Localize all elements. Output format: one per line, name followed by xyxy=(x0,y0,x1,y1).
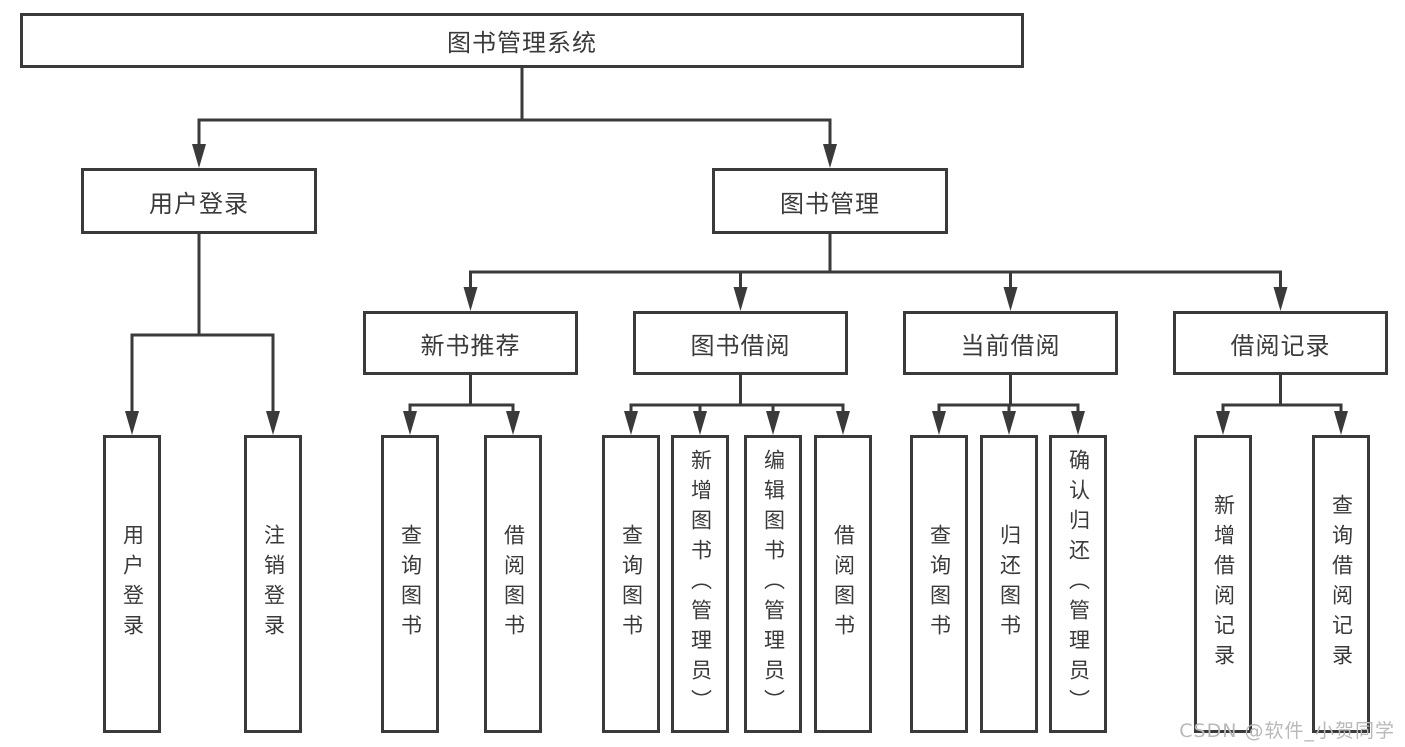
leaf-current-return-books: 归还图书 xyxy=(980,435,1038,733)
leaf-label: 查询图书 xyxy=(927,524,952,644)
csdn-watermark: CSDN @软件_小贺同学 xyxy=(1179,720,1395,742)
leaf-current-confirm-return-admin: 确认归还（管理员） xyxy=(1049,435,1107,733)
leaf-label: 用户登录 xyxy=(120,524,145,644)
node-label: 用户登录 xyxy=(149,189,249,218)
leaf-records-add-borrow-record: 新增借阅记录 xyxy=(1194,435,1252,733)
leaf-label: 查询图书 xyxy=(398,524,423,644)
node-book-borrowing: 图书借阅 xyxy=(633,311,848,375)
node-label: 当前借阅 xyxy=(960,331,1061,360)
node-user-login: 用户登录 xyxy=(81,168,317,234)
leaf-borrowing-edit-books-admin: 编辑图书（管理员） xyxy=(744,435,802,733)
leaf-label: 借阅图书 xyxy=(501,524,526,644)
node-label: 借阅记录 xyxy=(1230,331,1331,360)
leaf-label: 新增图书（管理员） xyxy=(688,449,713,719)
leaf-label: 确认归还（管理员） xyxy=(1066,449,1091,719)
leaf-records-query-borrow-record: 查询借阅记录 xyxy=(1312,435,1370,733)
leaf-label: 归还图书 xyxy=(997,524,1022,644)
node-label: 图书借阅 xyxy=(690,331,791,360)
leaf-label: 注销登录 xyxy=(261,524,286,644)
node-label: 图书管理系统 xyxy=(447,29,597,57)
leaf-borrowing-borrow-books: 借阅图书 xyxy=(814,435,872,733)
node-new-book-recommendation: 新书推荐 xyxy=(363,311,578,375)
node-label: 新书推荐 xyxy=(420,331,521,360)
leaf-newbook-borrow-books: 借阅图书 xyxy=(484,435,542,733)
node-book-management: 图书管理 xyxy=(712,168,948,234)
leaf-user-login: 用户登录 xyxy=(103,435,161,733)
leaf-borrowing-add-books-admin: 新增图书（管理员） xyxy=(671,435,729,733)
leaf-label: 查询图书 xyxy=(619,524,644,644)
leaf-label: 查询借阅记录 xyxy=(1329,494,1354,674)
leaf-borrowing-query-books: 查询图书 xyxy=(602,435,660,733)
leaf-label: 新增借阅记录 xyxy=(1211,494,1236,674)
leaf-current-query-books: 查询图书 xyxy=(910,435,968,733)
leaf-label: 借阅图书 xyxy=(831,524,856,644)
node-borrowing-records: 借阅记录 xyxy=(1173,311,1388,375)
node-label: 图书管理 xyxy=(780,189,880,218)
leaf-newbook-query-books: 查询图书 xyxy=(381,435,439,733)
leaf-logout: 注销登录 xyxy=(244,435,302,733)
node-current-borrowing: 当前借阅 xyxy=(903,311,1118,375)
leaf-label: 编辑图书（管理员） xyxy=(761,449,786,719)
node-library-management-system: 图书管理系统 xyxy=(20,13,1024,68)
